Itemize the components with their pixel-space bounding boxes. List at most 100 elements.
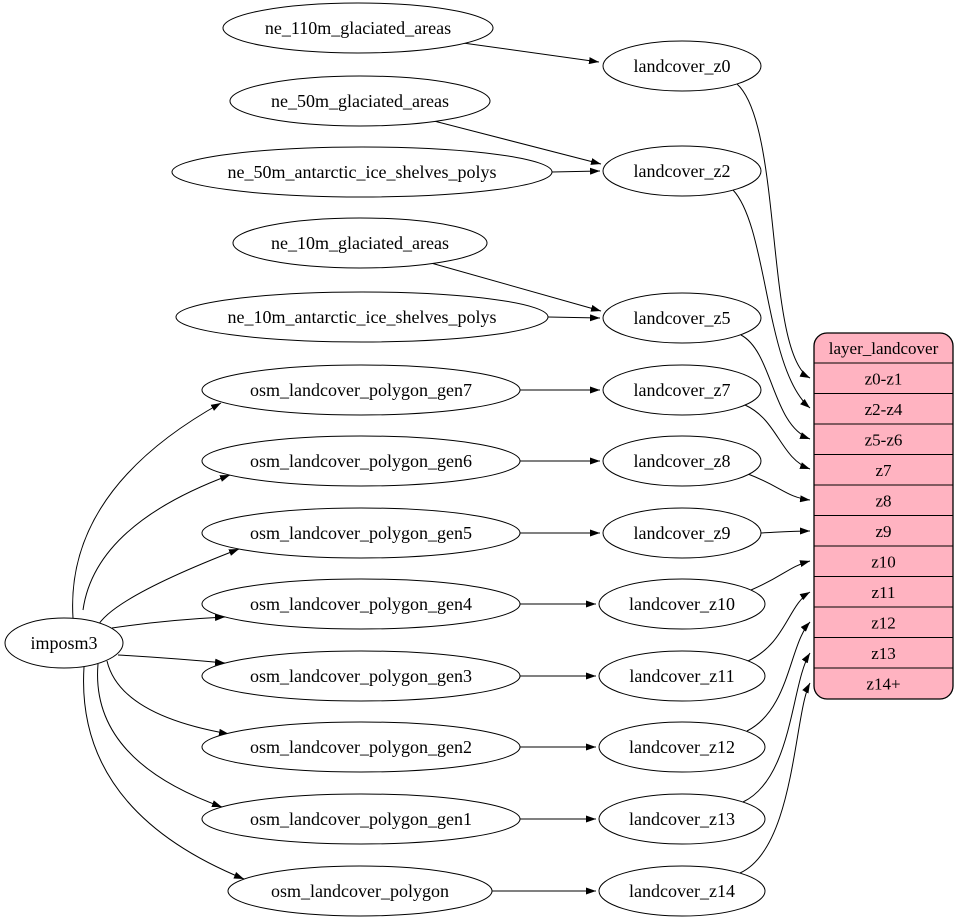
node-landcover_z14: landcover_z14 <box>598 865 766 917</box>
node-label-osm_landcover_polygon_gen4: osm_landcover_polygon_gen4 <box>250 594 472 614</box>
node-ne_50m_glaciated_areas: ne_50m_glaciated_areas <box>229 75 491 127</box>
node-landcover_z5: landcover_z5 <box>602 292 762 344</box>
table-row-z10: z10 <box>871 552 896 571</box>
table-row-z14+: z14+ <box>866 674 900 693</box>
edge-imposm3-to-osm_landcover_polygon_gen6 <box>82 474 231 611</box>
edge-landcover_z12-to-layer_landcover.z12 <box>746 621 811 732</box>
node-label-osm_landcover_polygon_gen6: osm_landcover_polygon_gen6 <box>250 451 472 471</box>
node-landcover_z9: landcover_z9 <box>602 507 762 559</box>
edge-imposm3-to-osm_landcover_polygon_gen1 <box>97 663 223 808</box>
node-osm_landcover_polygon_gen3: osm_landcover_polygon_gen3 <box>201 650 521 702</box>
node-label-osm_landcover_polygon_gen2: osm_landcover_polygon_gen2 <box>250 737 472 757</box>
node-label-osm_landcover_polygon: osm_landcover_polygon <box>271 881 449 901</box>
edge-landcover_z0-to-layer_landcover.z0-z1 <box>736 83 811 379</box>
table-row-z9: z9 <box>875 522 891 541</box>
edge-ne_50m_antarctic_ice_shelves_polys-to-landcover_z2 <box>551 167 601 175</box>
node-landcover_z8: landcover_z8 <box>602 435 762 487</box>
node-ellipse-landcover_z2 <box>602 145 762 197</box>
edge-ne_10m_antarctic_ice_shelves_polys-to-landcover_z5 <box>547 314 601 322</box>
node-landcover_z0: landcover_z0 <box>602 40 762 92</box>
node-ellipse-landcover_z8 <box>602 435 762 487</box>
node-landcover_z12: landcover_z12 <box>598 721 766 773</box>
nodes-layer: ne_110m_glaciated_areas ne_50m_glaciated_… <box>4 2 766 917</box>
node-osm_landcover_polygon_gen7: osm_landcover_polygon_gen7 <box>201 364 521 416</box>
node-ellipse-landcover_z0 <box>602 40 762 92</box>
node-label-landcover_z7: landcover_z7 <box>634 380 731 400</box>
table-row-z12: z12 <box>871 613 896 632</box>
node-label-landcover_z2: landcover_z2 <box>634 161 731 181</box>
node-osm_landcover_polygon_gen5: osm_landcover_polygon_gen5 <box>201 507 521 559</box>
table-row-z0-z1: z0-z1 <box>865 369 903 388</box>
node-label-landcover_z11: landcover_z11 <box>629 666 734 686</box>
node-ellipse-osm_landcover_polygon <box>227 865 493 917</box>
node-ne_10m_glaciated_areas: ne_10m_glaciated_areas <box>232 217 488 269</box>
node-ellipse-landcover_z10 <box>598 578 766 630</box>
node-ne_50m_antarctic_ice_shelves_polys: ne_50m_antarctic_ice_shelves_polys <box>171 146 553 198</box>
node-label-ne_110m_glaciated_areas: ne_110m_glaciated_areas <box>265 18 451 38</box>
table-row-z7: z7 <box>875 461 892 480</box>
node-landcover_z2: landcover_z2 <box>602 145 762 197</box>
node-ne_10m_antarctic_ice_shelves_polys: ne_10m_antarctic_ice_shelves_polys <box>175 291 549 343</box>
node-ellipse-landcover_z9 <box>602 507 762 559</box>
node-ellipse-osm_landcover_polygon_gen2 <box>201 721 521 773</box>
edge-landcover_z2-to-layer_landcover.z2-z4 <box>732 189 811 409</box>
table-row-z11: z11 <box>872 583 896 602</box>
table-layer: layer_landcoverz0-z1z2-z4z5-z6z7z8z9z10z… <box>813 332 954 700</box>
node-landcover_z13: landcover_z13 <box>598 793 766 845</box>
edge-landcover_z14-to-layer_landcover.z14+ <box>739 682 811 874</box>
edge-landcover_z9-to-layer_landcover.z9 <box>760 527 811 535</box>
node-osm_landcover_polygon_gen4: osm_landcover_polygon_gen4 <box>201 578 521 630</box>
node-label-landcover_z13: landcover_z13 <box>629 809 735 829</box>
node-label-ne_10m_glaciated_areas: ne_10m_glaciated_areas <box>271 233 449 253</box>
node-ellipse-landcover_z13 <box>598 793 766 845</box>
edge-imposm3-to-osm_landcover_polygon_gen3 <box>117 654 226 666</box>
edge-landcover_z5-to-layer_landcover.z5-z6 <box>740 334 811 440</box>
node-label-osm_landcover_polygon_gen1: osm_landcover_polygon_gen1 <box>250 809 472 829</box>
node-ellipse-osm_landcover_polygon_gen5 <box>201 507 521 559</box>
edge-imposm3-to-osm_landcover_polygon_gen2 <box>106 660 230 736</box>
edge-ne_50m_glaciated_areas-to-landcover_z2 <box>433 120 602 165</box>
node-ellipse-osm_landcover_polygon_gen3 <box>201 650 521 702</box>
node-ellipse-ne_110m_glaciated_areas <box>222 2 494 54</box>
table-title: layer_landcover <box>829 339 939 358</box>
node-label-osm_landcover_polygon_gen3: osm_landcover_polygon_gen3 <box>250 666 472 686</box>
node-ellipse-ne_50m_antarctic_ice_shelves_polys <box>171 146 553 198</box>
node-ellipse-landcover_z14 <box>598 865 766 917</box>
node-ne_110m_glaciated_areas: ne_110m_glaciated_areas <box>222 2 494 54</box>
edge-imposm3-to-osm_landcover_polygon_gen7 <box>72 402 222 619</box>
node-osm_landcover_polygon_gen1: osm_landcover_polygon_gen1 <box>201 793 521 845</box>
node-osm_landcover_polygon_gen6: osm_landcover_polygon_gen6 <box>201 435 521 487</box>
node-ellipse-ne_10m_glaciated_areas <box>232 217 488 269</box>
table-row-z5-z6: z5-z6 <box>865 430 903 449</box>
table-row-z13: z13 <box>871 644 896 663</box>
node-osm_landcover_polygon: osm_landcover_polygon <box>227 865 493 917</box>
node-landcover_z7: landcover_z7 <box>602 364 762 416</box>
edge-landcover_z8-to-layer_landcover.z8 <box>747 473 811 503</box>
table-layer_landcover: layer_landcoverz0-z1z2-z4z5-z6z7z8z9z10z… <box>813 332 954 700</box>
node-ellipse-landcover_z5 <box>602 292 762 344</box>
node-landcover_z10: landcover_z10 <box>598 578 766 630</box>
table-row-z8: z8 <box>875 491 891 510</box>
node-ellipse-landcover_z11 <box>598 650 766 702</box>
node-label-ne_10m_antarctic_ice_shelves_polys: ne_10m_antarctic_ice_shelves_polys <box>228 307 497 327</box>
node-ellipse-osm_landcover_polygon_gen7 <box>201 364 521 416</box>
node-label-landcover_z8: landcover_z8 <box>634 451 731 471</box>
node-imposm3: imposm3 <box>4 617 124 669</box>
node-ellipse-imposm3 <box>4 617 124 669</box>
node-label-osm_landcover_polygon_gen7: osm_landcover_polygon_gen7 <box>250 380 472 400</box>
node-label-landcover_z10: landcover_z10 <box>629 594 735 614</box>
node-ellipse-ne_50m_glaciated_areas <box>229 75 491 127</box>
edges-layer <box>72 42 811 895</box>
node-osm_landcover_polygon_gen2: osm_landcover_polygon_gen2 <box>201 721 521 773</box>
edge-imposm3-to-osm_landcover_polygon_gen5 <box>96 548 240 628</box>
node-ellipse-osm_landcover_polygon_gen4 <box>201 578 521 630</box>
node-ellipse-landcover_z12 <box>598 721 766 773</box>
edge-imposm3-to-osm_landcover_polygon_gen4 <box>111 614 226 629</box>
node-label-landcover_z0: landcover_z0 <box>634 56 731 76</box>
node-label-ne_50m_glaciated_areas: ne_50m_glaciated_areas <box>271 91 449 111</box>
node-ellipse-ne_10m_antarctic_ice_shelves_polys <box>175 291 549 343</box>
edge-ne_110m_glaciated_areas-to-landcover_z0 <box>462 42 600 65</box>
node-label-landcover_z14: landcover_z14 <box>629 881 735 901</box>
